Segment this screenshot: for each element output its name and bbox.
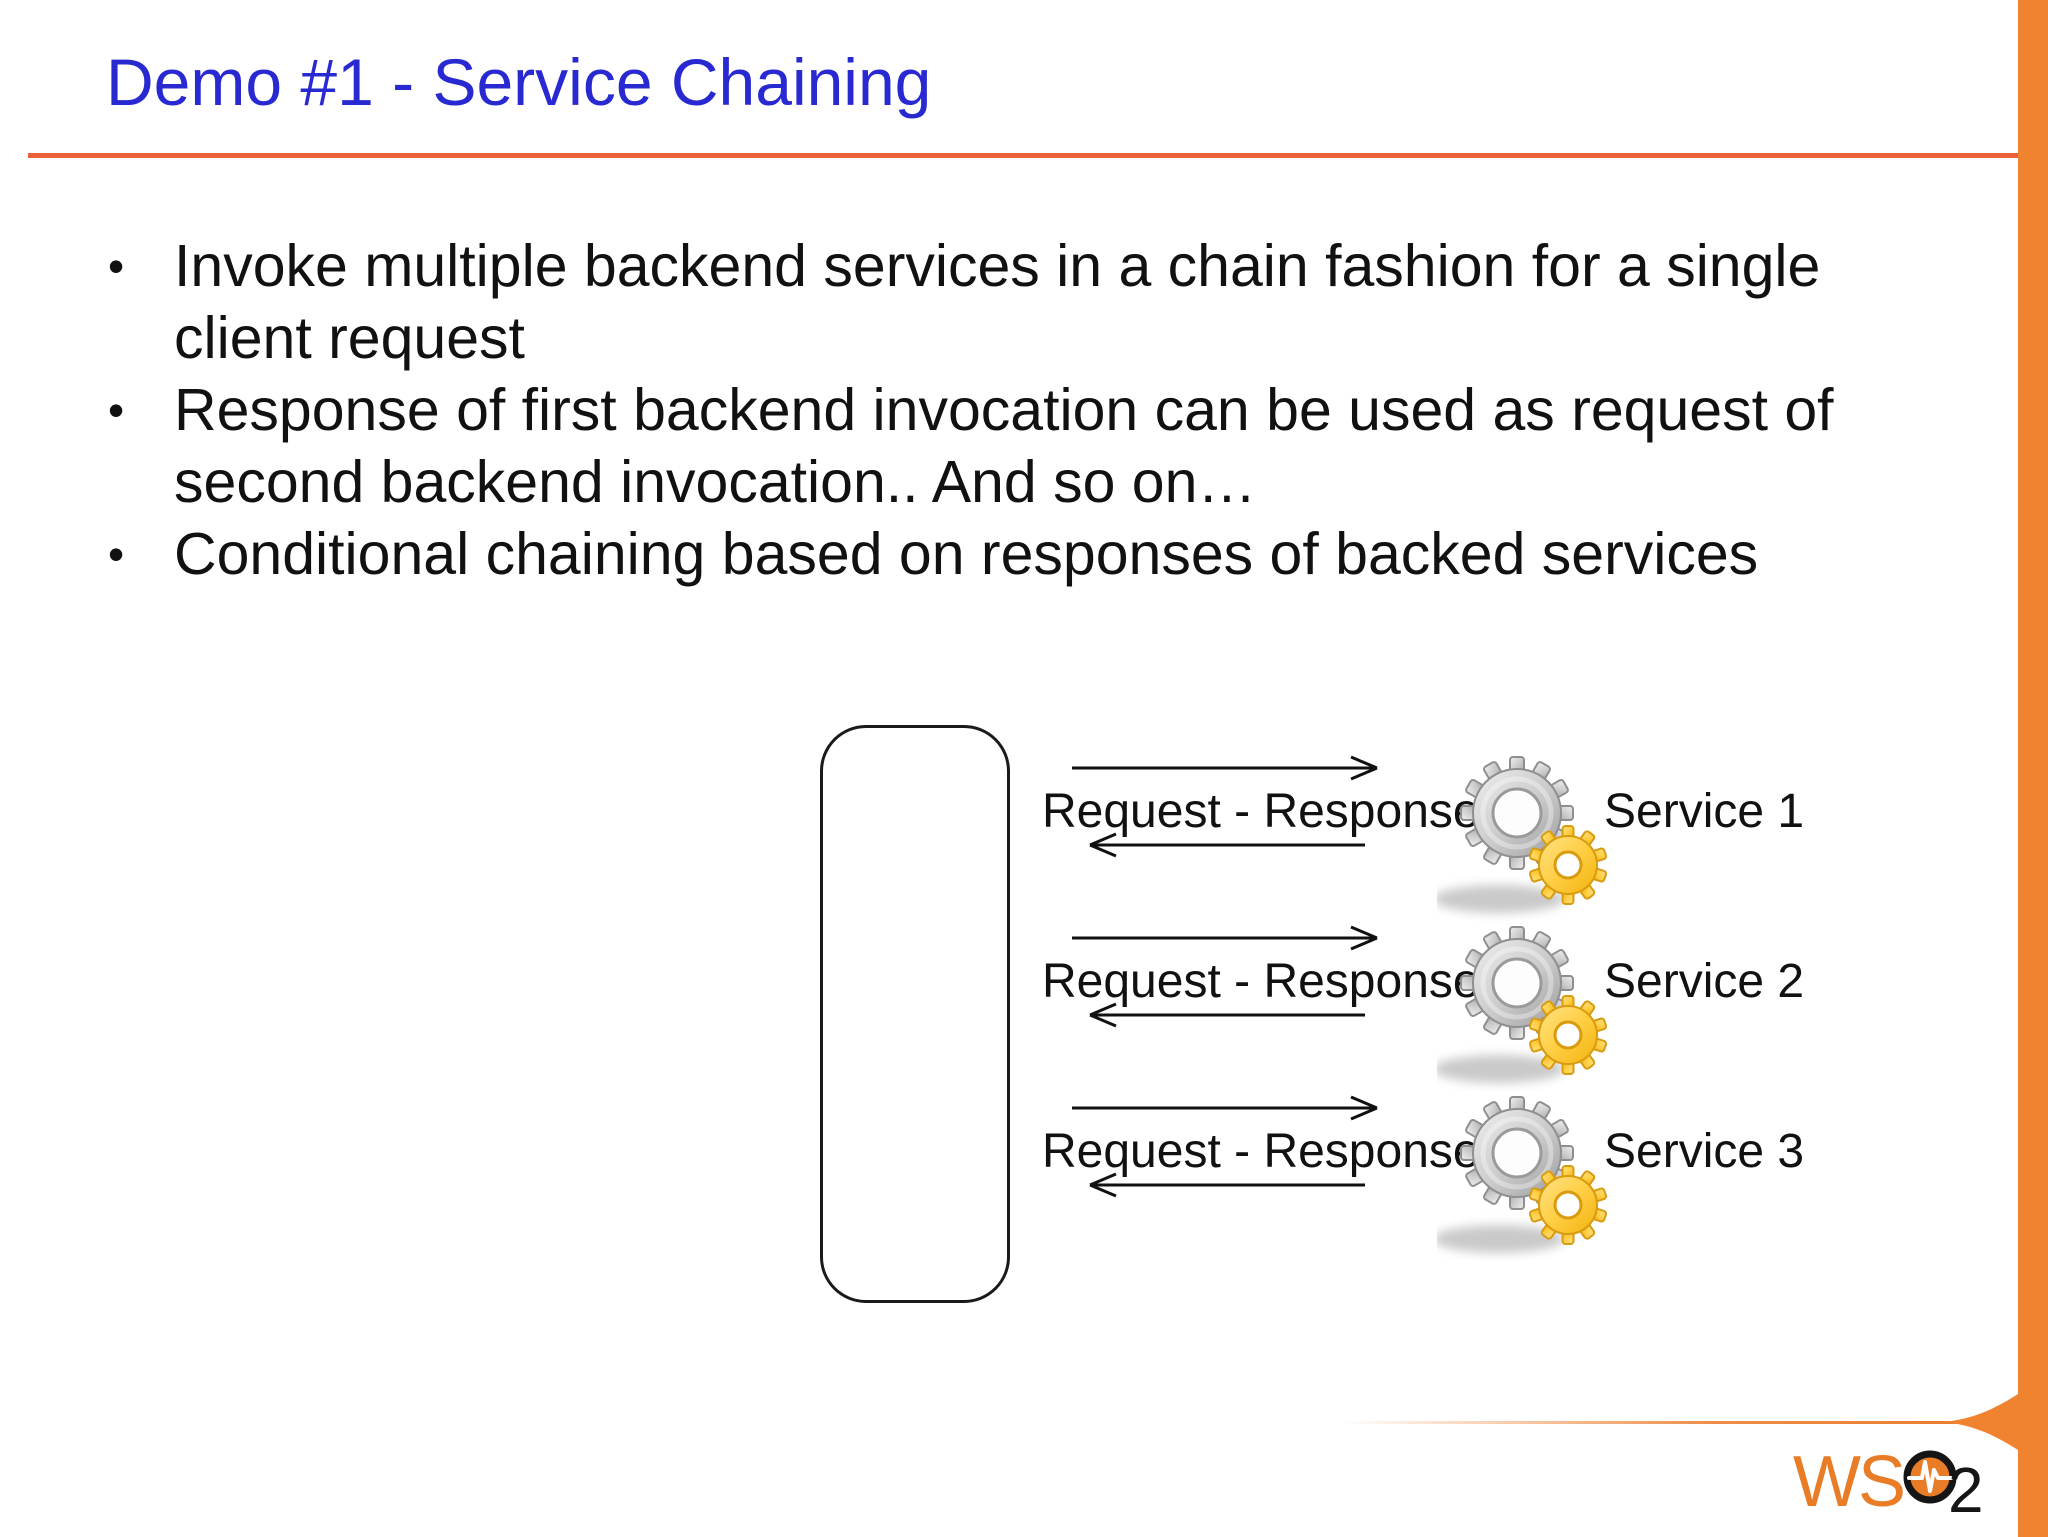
bullet-lines: Conditional chaining based on responses … (174, 518, 2006, 590)
service-label: Service 2 (1604, 955, 1805, 1008)
bullet-lines: Response of first backend invocation can… (174, 374, 2006, 518)
gears-icon (1437, 756, 1608, 913)
bullet-dot: • (108, 528, 125, 580)
title-underline (28, 153, 2018, 158)
bullet-dot: • (108, 240, 125, 292)
request-arrow-icon (1072, 1095, 1378, 1121)
bullet-text-line: second backend invocation.. And so on… (174, 449, 1257, 515)
bullet-text-line: Invoke multiple backend services in a ch… (174, 233, 1821, 299)
bullet-item: • Invoke multiple backend services in a … (106, 230, 2006, 374)
request-response-label: Request - Response (1042, 1125, 1480, 1178)
request-response-label: Request - Response (1042, 955, 1480, 1008)
request-arrow-icon (1072, 755, 1378, 781)
bullet-text-line: client request (174, 305, 525, 371)
response-arrow-icon (1089, 1002, 1365, 1028)
bullet-item: • Conditional chaining based on response… (106, 518, 2006, 590)
service-row: Request - Response (0, 740, 2048, 920)
gears-icon (1437, 926, 1608, 1083)
footer-accent-line (1340, 1421, 2018, 1424)
bullet-lines: Invoke multiple backend services in a ch… (174, 230, 2006, 374)
bullet-text-line: Conditional chaining based on responses … (174, 521, 1759, 587)
service-row: Request - Response (0, 910, 2048, 1090)
service-row: Request - Response (0, 1080, 2048, 1260)
wso2-logo-subscript: 2 (1948, 1454, 1984, 1526)
bullet-text-line: Response of first backend invocation can… (174, 377, 1834, 443)
request-arrow-icon (1072, 925, 1378, 951)
client-box (820, 725, 1010, 1303)
bullet-item: • Response of first backend invocation c… (106, 374, 2006, 518)
response-arrow-icon (1089, 1172, 1365, 1198)
service-label: Service 1 (1604, 785, 1805, 838)
service-label: Service 3 (1604, 1125, 1805, 1178)
bullet-list: • Invoke multiple backend services in a … (106, 230, 2006, 590)
page-title: Demo #1 - Service Chaining (106, 45, 932, 119)
bullet-dot: • (108, 384, 125, 436)
request-response-label: Request - Response (1042, 785, 1480, 838)
gears-icon (1437, 1096, 1608, 1253)
wso2-logo-ws: WS (1793, 1442, 1906, 1522)
right-edge-bar (2018, 0, 2048, 1537)
footer-accent-flare (1944, 1394, 2018, 1450)
response-arrow-icon (1089, 832, 1365, 858)
wso2-logo-pulse-icon (1903, 1450, 1957, 1504)
